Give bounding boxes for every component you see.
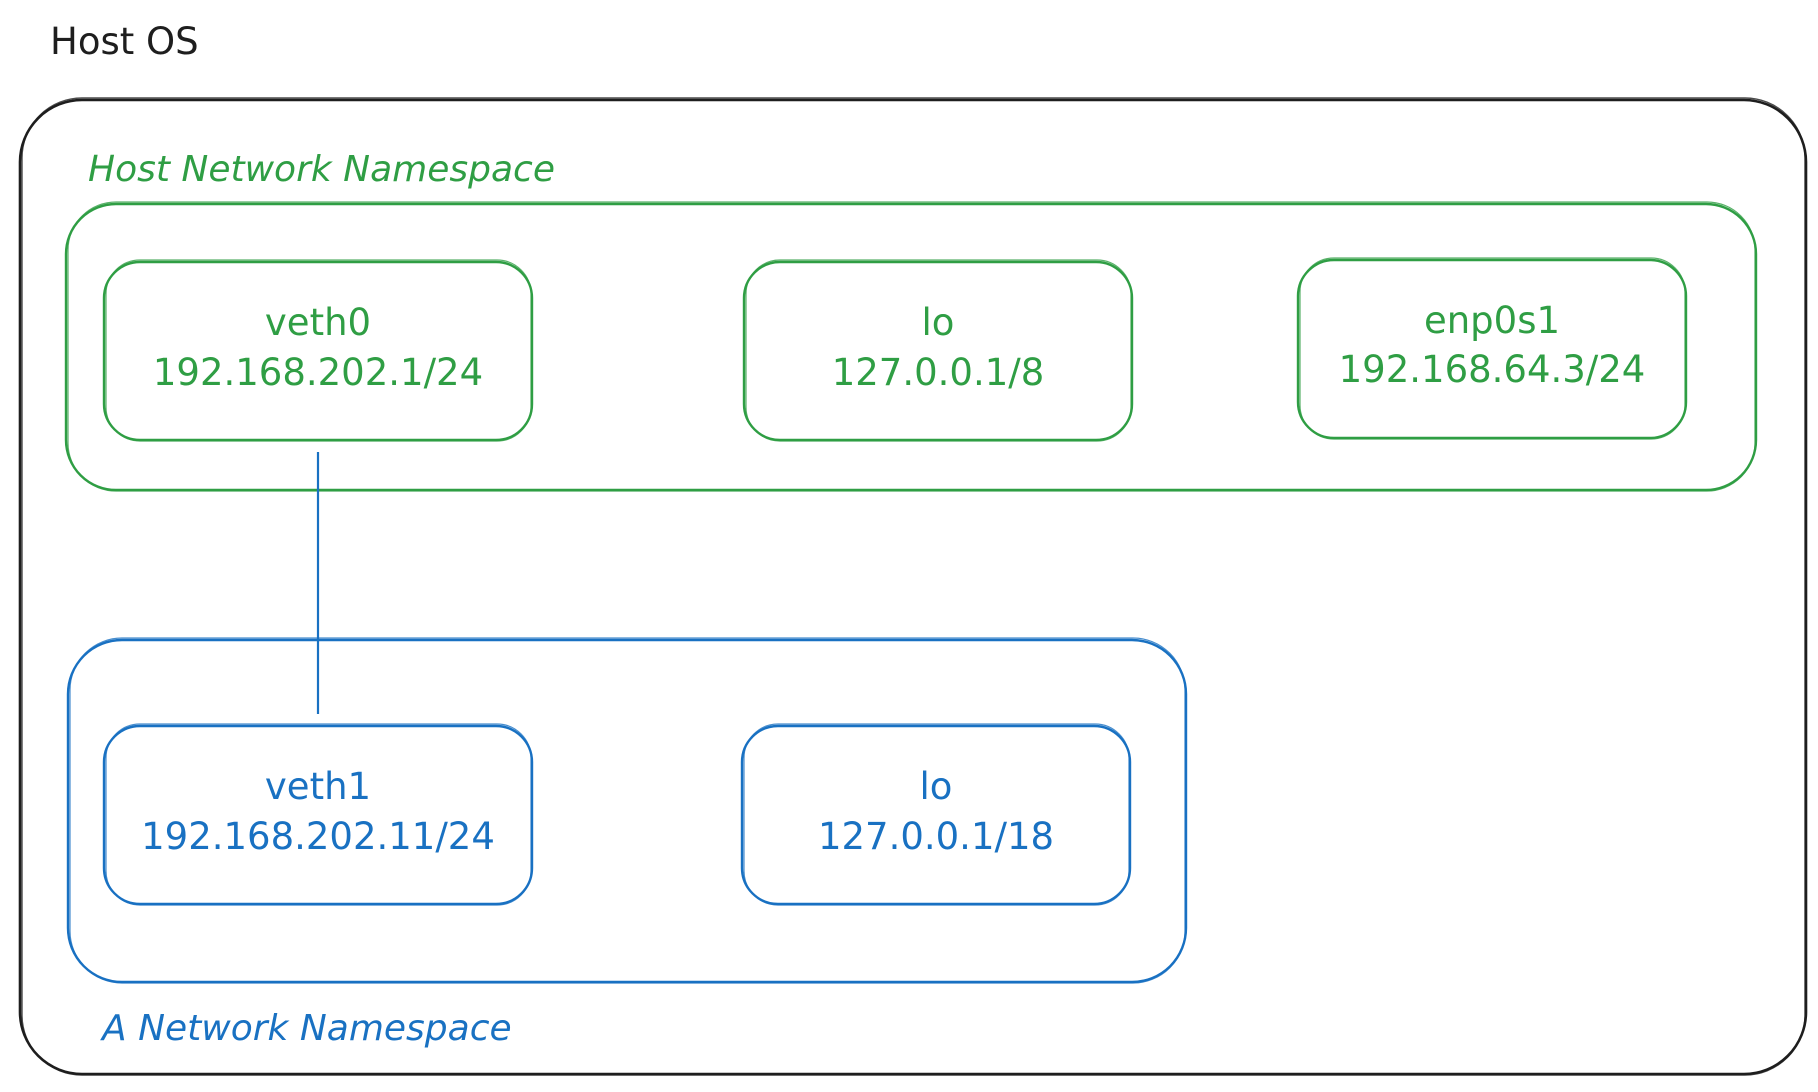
host-os-container	[18, 97, 1808, 1076]
interface-ip: 192.168.202.11/24	[141, 815, 495, 858]
interface-name: veth1	[265, 765, 371, 808]
interface-box-lo-host: lo 127.0.0.1/8	[742, 259, 1134, 442]
interface-box-veth0: veth0 192.168.202.1/24	[102, 259, 534, 442]
interface-ip: 127.0.0.1/18	[818, 815, 1054, 858]
interface-name: veth0	[265, 301, 371, 344]
interface-box-lo-a: lo 127.0.0.1/18	[740, 723, 1132, 906]
interface-name: lo	[922, 301, 955, 344]
host-os-label: Host OS	[50, 20, 199, 63]
host-namespace-label: Host Network Namespace	[88, 149, 555, 190]
interface-ip: 192.168.202.1/24	[153, 351, 483, 394]
a-namespace-container	[66, 637, 1188, 984]
interface-ip: 192.168.64.3/24	[1339, 348, 1646, 391]
interface-ip: 127.0.0.1/8	[832, 351, 1045, 394]
interface-name: lo	[920, 765, 953, 808]
a-namespace-label: A Network Namespace	[100, 1008, 512, 1049]
host-namespace-container	[64, 201, 1758, 492]
interface-name: enp0s1	[1424, 299, 1560, 342]
interface-box-enp0s1: enp0s1 192.168.64.3/24	[1296, 257, 1688, 440]
interface-box-veth1: veth1 192.168.202.11/24	[102, 723, 534, 906]
